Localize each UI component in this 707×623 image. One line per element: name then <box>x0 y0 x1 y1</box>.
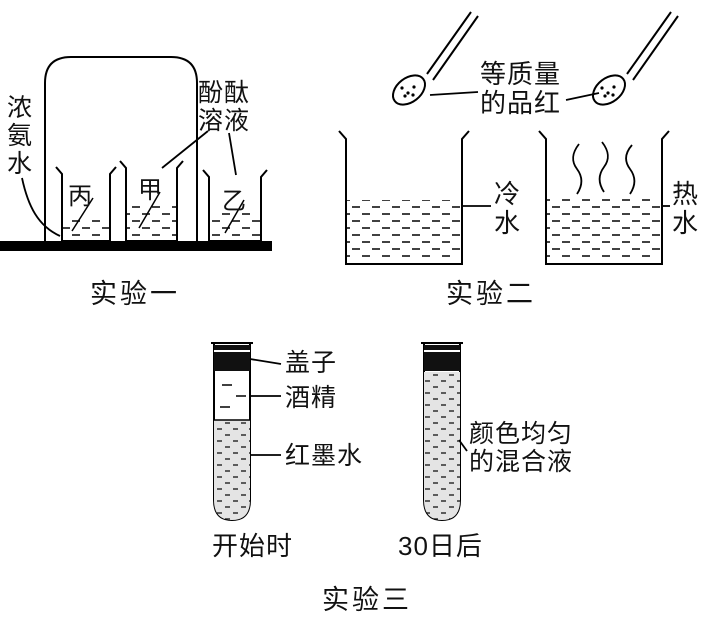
mixture-label: 颜色均匀的混合液 <box>469 420 574 476</box>
dye-leader-right <box>565 92 600 101</box>
phenolphthalein-leader-yi <box>228 132 237 176</box>
beaker-bing-leader <box>71 197 94 232</box>
beaker-hot-liquid <box>547 196 661 262</box>
alcohol-label: 酒精 <box>285 384 338 412</box>
phenolphthalein-label: 酚酞溶液 <box>198 79 251 135</box>
experiment3-caption: 实验三 <box>322 585 412 615</box>
beaker-label-jia: 甲 <box>138 177 162 204</box>
beaker-hot <box>538 130 670 265</box>
beaker-jia-liquid <box>127 206 176 240</box>
beaker-yi-leader <box>224 199 245 234</box>
beaker-label-yi: 乙 <box>222 188 246 215</box>
beaker-cold-liquid <box>347 200 461 262</box>
experiment3-apparatus <box>211 342 468 522</box>
beaker-jia <box>119 160 184 242</box>
beaker-yi <box>202 169 268 242</box>
phenolphthalein-leader-jia <box>161 130 209 169</box>
experiment1-apparatus <box>0 56 272 251</box>
mixture-leader-line <box>458 439 468 452</box>
hot-water-label: 热水 <box>672 179 700 239</box>
test-tube-after <box>421 342 468 522</box>
beaker-bing <box>55 166 117 242</box>
after-30-days-label: 30日后 <box>398 531 483 561</box>
dye-label: 等质量的品红 <box>480 59 562 119</box>
experiment2-apparatus <box>338 11 679 265</box>
beaker-jia-leader <box>138 191 161 229</box>
ammonia-label: 浓氨水 <box>7 94 34 178</box>
test-tube-start <box>211 342 282 522</box>
ammonia-leader-line <box>21 177 61 237</box>
red-ink-label: 红墨水 <box>285 442 364 470</box>
spoon-left-icon <box>392 11 479 106</box>
spoon-right-icon <box>592 11 679 106</box>
table-surface <box>0 241 272 251</box>
start-time-label: 开始时 <box>212 531 294 561</box>
cold-water-label: 冷水 <box>494 179 522 239</box>
beaker-cold <box>338 130 470 265</box>
vapor-squiggles <box>572 141 636 195</box>
beaker-label-bing: 丙 <box>68 183 92 210</box>
beaker-bing-liquid <box>63 215 109 240</box>
dye-leader-left <box>429 91 479 96</box>
bell-jar <box>44 56 198 241</box>
experiment2-caption: 实验二 <box>446 279 536 309</box>
cap-leader-line <box>249 358 282 365</box>
cap-label: 盖子 <box>285 349 338 377</box>
experiment1-caption: 实验一 <box>90 279 180 309</box>
